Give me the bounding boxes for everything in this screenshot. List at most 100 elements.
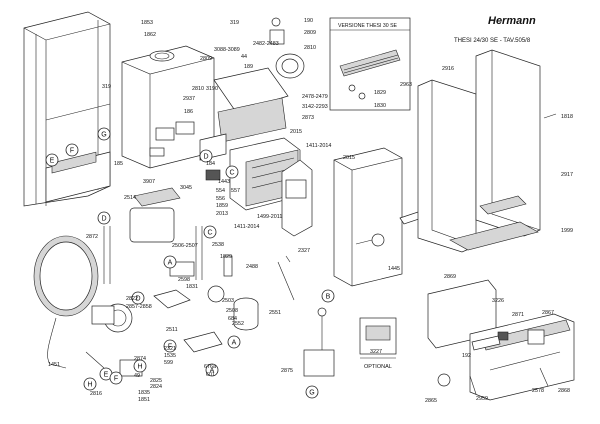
part-label-1411-2014: 1411-2014 xyxy=(306,143,331,149)
svg-text:D: D xyxy=(203,154,208,161)
part-label-1853: 1853 xyxy=(141,20,153,26)
section-letter-E: E xyxy=(45,153,59,167)
gas-valve xyxy=(303,307,335,377)
model-code: THESI 24/30 SE - TAV.505/8 xyxy=(454,38,531,44)
part-label-1411-2014: 1411-2014 xyxy=(234,224,259,230)
part-label-1859: 1859 xyxy=(216,203,228,209)
svg-text:G: G xyxy=(101,132,106,139)
part-label-2875: 2875 xyxy=(281,368,293,374)
variant-box-title: VERSIONE THESI 30 SE xyxy=(338,23,398,29)
part-label-676a: 676a xyxy=(204,364,216,370)
part-label-2872: 2872 xyxy=(86,234,98,240)
svg-text:G: G xyxy=(309,390,314,397)
part-label-1451: 1451 xyxy=(48,362,60,368)
part-label-1829: 1829 xyxy=(220,254,232,260)
part-label-2963: 2963 xyxy=(400,82,412,88)
part-label-1999: 1999 xyxy=(561,228,573,234)
part-label-684: 684 xyxy=(228,316,237,322)
expansion-vessel xyxy=(33,235,99,369)
section-letter-H: H xyxy=(83,377,97,391)
section-letter-A: A xyxy=(163,255,177,269)
part-label-2327: 2327 xyxy=(298,248,310,254)
part-label-2015: 2015 xyxy=(343,155,355,161)
part-label-2959: 2959 xyxy=(476,396,488,402)
part-label-192: 192 xyxy=(462,353,471,359)
part-label-1499-2011: 1499-2011 xyxy=(257,214,282,220)
part-label-184: 184 xyxy=(206,161,215,167)
part-label-601: 601 xyxy=(206,372,215,378)
svg-text:D: D xyxy=(135,296,140,303)
svg-text:D: D xyxy=(101,216,106,223)
section-letter-F: F xyxy=(163,339,177,353)
section-letter-C: C xyxy=(225,165,239,179)
part-label-3907: 3907 xyxy=(143,179,155,185)
part-label-2538: 2538 xyxy=(212,242,224,248)
svg-text:E: E xyxy=(104,372,109,379)
section-letter-A: A xyxy=(205,363,219,377)
part-label-3227: 3227 xyxy=(370,349,382,355)
part-label-2488: 2488 xyxy=(246,264,258,270)
part-label-2816: 2816 xyxy=(90,391,102,397)
part-label-49: 49 xyxy=(134,373,140,379)
part-label-2506-2507: 2506-2507 xyxy=(172,243,198,249)
part-label-599: 599 xyxy=(164,360,173,366)
variant-box xyxy=(329,17,411,111)
part-label-2917: 2917 xyxy=(561,172,573,178)
part-label-2937: 2937 xyxy=(183,96,195,102)
svg-text:A: A xyxy=(232,340,237,347)
part-label-2857-2858: 2857-2858 xyxy=(126,304,152,310)
part-label-1535: 1535 xyxy=(164,353,176,359)
svg-text:E: E xyxy=(50,158,55,165)
part-label-2552: 2552 xyxy=(232,321,244,327)
svg-text:H: H xyxy=(137,364,142,371)
part-label-1445: 1445 xyxy=(388,266,400,272)
part-label-186: 186 xyxy=(184,109,193,115)
part-label-190: 190 xyxy=(304,18,313,24)
svg-text:A: A xyxy=(168,260,173,267)
svg-text:A: A xyxy=(210,368,215,375)
part-label-2825: 2825 xyxy=(150,378,162,384)
svg-text:F: F xyxy=(168,344,172,351)
part-label-1831: 1831 xyxy=(186,284,198,290)
part-label-2869: 2869 xyxy=(444,274,456,280)
side-panels xyxy=(417,49,541,253)
part-label-2867: 2867 xyxy=(542,310,554,316)
section-letter-F: F xyxy=(65,143,79,157)
part-label-2809: 2809 xyxy=(200,56,212,62)
brand-logo: Hermann xyxy=(488,15,536,27)
part-label-3226: 3226 xyxy=(492,298,504,304)
part-label-556: 556 xyxy=(216,196,225,202)
part-label-2824: 2824 xyxy=(150,384,162,390)
part-label-319: 319 xyxy=(102,84,111,90)
part-label-189: 189 xyxy=(244,64,253,70)
optional-label: OPTIONAL xyxy=(364,364,392,370)
section-letter-D: D xyxy=(131,291,145,305)
part-label-2810: 2810 xyxy=(192,86,204,92)
part-label-2508: 2508 xyxy=(226,308,238,314)
part-label-2478-2479: 2478-2479 xyxy=(302,94,328,100)
section-letter-D: D xyxy=(97,211,111,225)
section-letter-D: D xyxy=(199,149,213,163)
svg-text:F: F xyxy=(114,376,118,383)
misc-parts xyxy=(149,113,557,301)
part-label-2868: 2868 xyxy=(558,388,570,394)
section-letter-A: A xyxy=(227,335,241,349)
part-label-2871: 2871 xyxy=(512,312,524,318)
svg-text:C: C xyxy=(207,230,212,237)
section-letter-C: C xyxy=(203,225,217,239)
section-letter-G: G xyxy=(97,127,111,141)
part-label-2873: 2873 xyxy=(302,115,314,121)
part-label-3045: 3045 xyxy=(180,185,192,191)
section-letter-H: H xyxy=(133,359,147,373)
part-label-2482-2483: 2482-2483 xyxy=(253,41,279,47)
svg-text:H: H xyxy=(87,382,92,389)
part-label-554: 554 xyxy=(216,188,225,194)
part-label-1830: 1830 xyxy=(374,103,386,109)
part-label-1818: 1818 xyxy=(561,114,573,120)
part-label-1443: 1443 xyxy=(218,179,230,185)
part-label-3190: 3190 xyxy=(206,86,218,92)
part-label-2551: 2551 xyxy=(269,310,281,316)
part-label-2598: 2598 xyxy=(178,277,190,283)
part-label-1835: 1835 xyxy=(138,390,150,396)
